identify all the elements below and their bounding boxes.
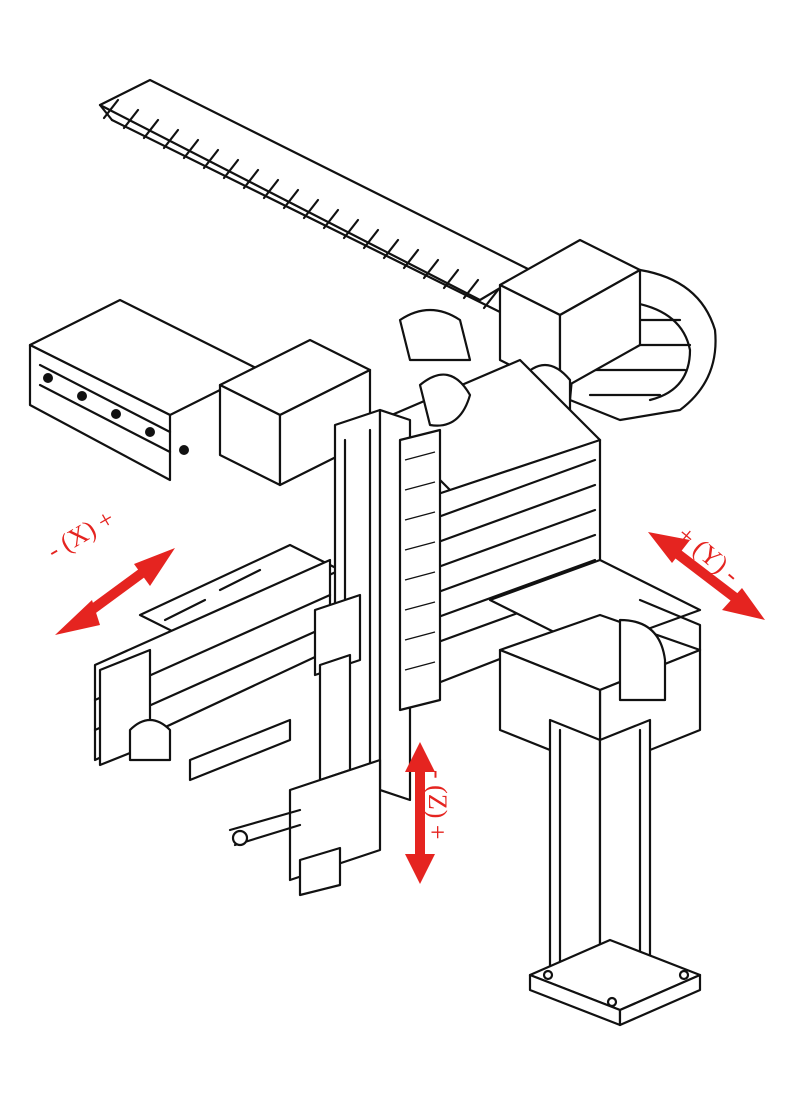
- chain-link: [402, 248, 420, 270]
- cable-chain-top: [98, 78, 532, 314]
- chain-link: [422, 258, 440, 280]
- chain-link: [102, 98, 120, 120]
- chain-link: [162, 128, 180, 150]
- chain-link: [122, 108, 140, 130]
- support-pillar: [528, 718, 702, 1027]
- z-gripper-tool: [188, 593, 382, 897]
- chain-link: [262, 178, 280, 200]
- chain-link: [462, 278, 480, 300]
- chain-link: [442, 268, 460, 290]
- chain-link: [302, 198, 320, 220]
- chain-link: [482, 288, 500, 310]
- x-beam-bolts: [43, 373, 189, 455]
- chain-link: [222, 158, 240, 180]
- x-motor-box: [218, 338, 372, 487]
- y-end-carriage: [488, 558, 702, 772]
- chain-link: [182, 138, 200, 160]
- chain-link: [282, 188, 300, 210]
- chain-link: [362, 228, 380, 250]
- chain-link: [142, 118, 160, 140]
- chain-link: [242, 168, 260, 190]
- x-axis-arrow: [55, 548, 175, 635]
- x-axis-lower-beam: [93, 543, 342, 767]
- y-axis-arrow: [648, 532, 765, 620]
- chain-link: [322, 208, 340, 230]
- chain-link: [342, 218, 360, 240]
- chain-link: [202, 148, 220, 170]
- z-axis-label: - (Z) +: [423, 770, 452, 840]
- mast-rail-ticks: [404, 451, 436, 671]
- z-axis-arrow: [405, 742, 435, 884]
- x-axis-upper-beam: [28, 298, 262, 482]
- chain-link: [382, 238, 400, 260]
